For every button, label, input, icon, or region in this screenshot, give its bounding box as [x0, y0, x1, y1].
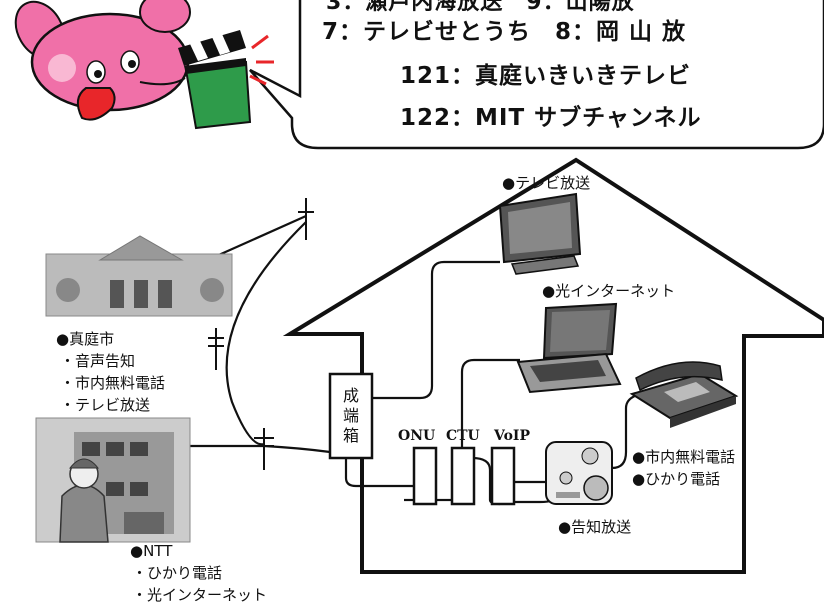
ntt-building-icon	[35, 417, 191, 543]
notification-speaker-icon	[545, 441, 613, 505]
onu-label: ONU	[398, 428, 436, 444]
bubble-channel-line-4: 122：MIT サブチャンネル	[400, 105, 702, 131]
tv-icon	[498, 192, 582, 275]
voip-box	[490, 446, 516, 506]
terminal-char-1: 成	[342, 386, 359, 405]
tv-label: ●テレビ放送	[502, 174, 591, 192]
terminal-box	[328, 372, 374, 460]
maniwa-item-1: ・音声告知	[60, 352, 136, 370]
ntt-item-2: ・光インターネット	[132, 586, 268, 604]
maniwa-item-3: ・テレビ放送	[60, 396, 151, 414]
maniwa-item-2: ・市内無料電話	[60, 374, 166, 392]
voip-label: VoIP	[494, 428, 530, 444]
ntt-item-1: ・ひかり電話	[132, 564, 223, 582]
bubble-channel-line-1: 3：瀬戸内海放送 9：山陽放	[326, 0, 635, 15]
terminal-char-3: 箱	[342, 426, 359, 445]
ctu-box	[450, 446, 476, 506]
internet-label: ●光インターネット	[542, 282, 676, 300]
maniwa-title: ●真庭市	[56, 330, 115, 348]
clapperboard-icon	[178, 30, 274, 130]
phone-label-1: ●市内無料電話	[632, 448, 736, 466]
bubble-channel-line-3: 121：真庭いきいきテレビ	[400, 63, 692, 89]
mascot-icon	[14, 0, 191, 121]
terminal-char-2: 端	[342, 406, 359, 425]
onu-box	[412, 446, 438, 506]
utility-pole-1	[298, 198, 314, 240]
laptop-icon	[516, 302, 622, 394]
speech-bubble	[249, 0, 824, 150]
ntt-title: ●NTT	[130, 542, 173, 560]
city-hall-icon	[45, 235, 233, 317]
bubble-channel-line-2: 7：テレビせとうち 8：岡 山 放	[322, 19, 687, 45]
phone-label-2: ●ひかり電話	[632, 470, 721, 488]
ctu-label: CTU	[446, 428, 480, 444]
utility-pole-2	[208, 328, 224, 370]
phone-icon	[629, 361, 739, 428]
utility-pole-3	[254, 428, 274, 470]
worker-icon	[59, 458, 109, 543]
notify-label: ●告知放送	[558, 518, 632, 536]
